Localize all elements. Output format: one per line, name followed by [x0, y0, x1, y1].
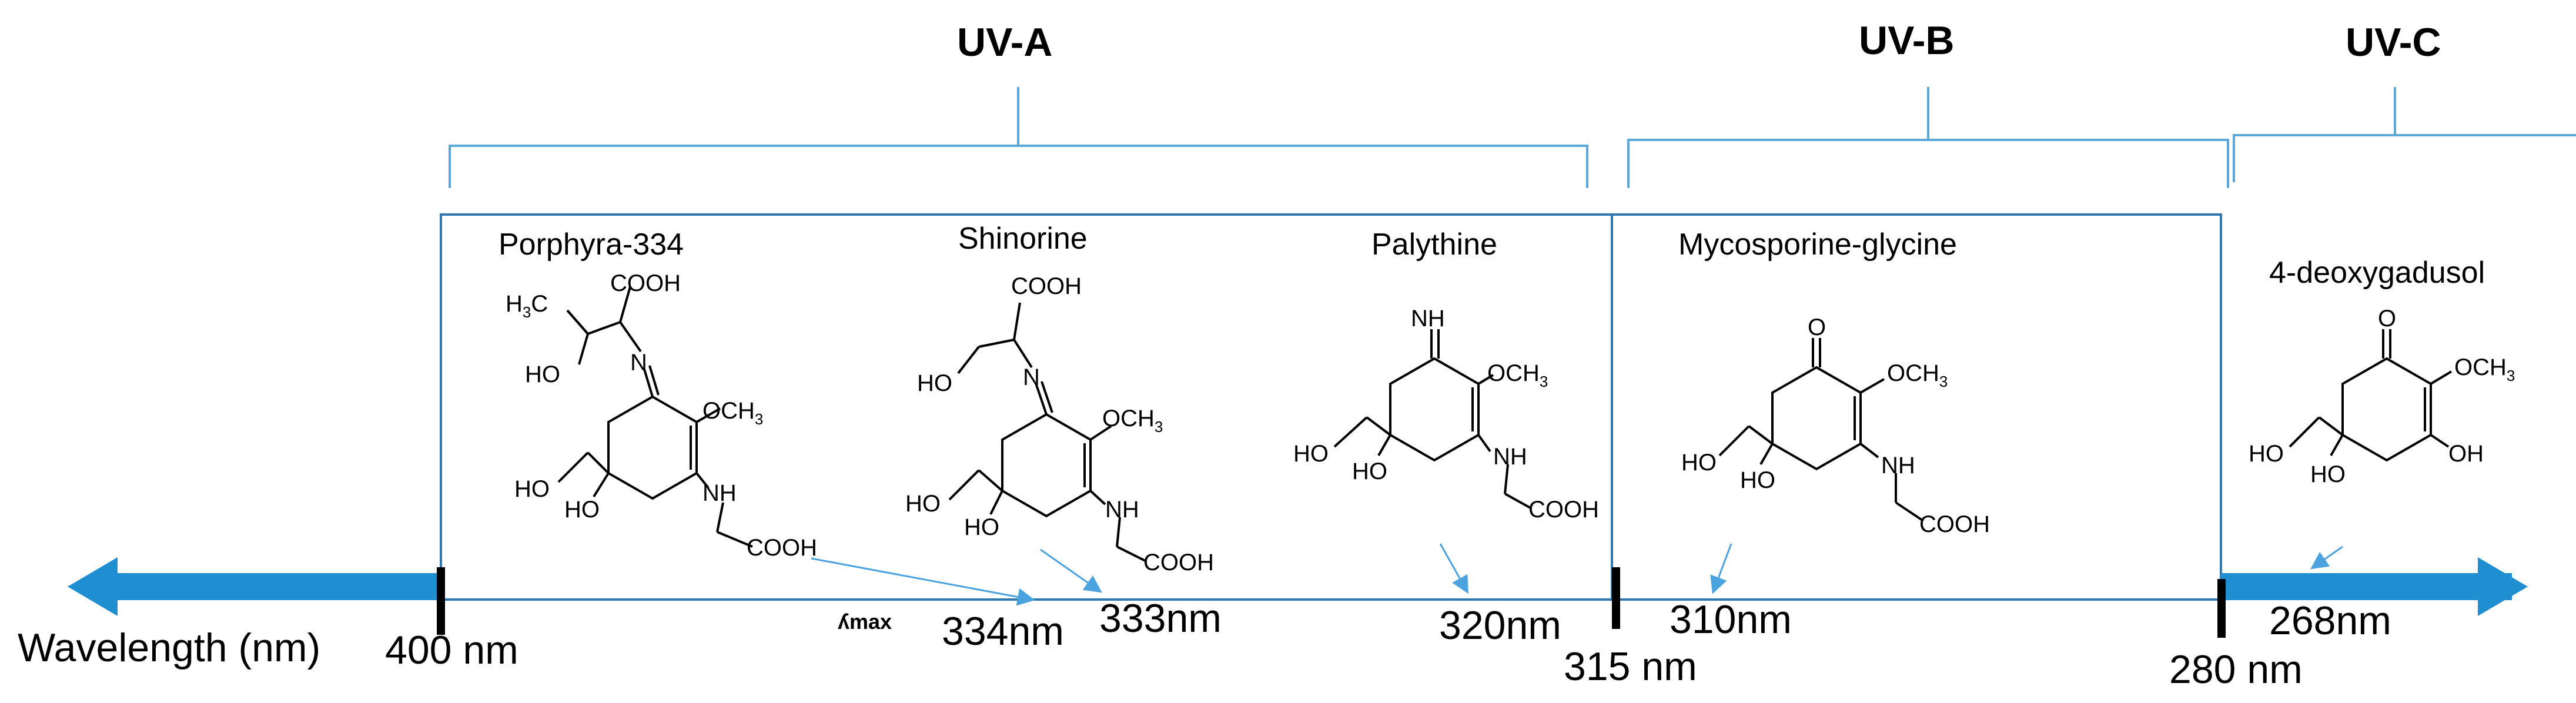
compound-name-shinorine: Shinorine [958, 222, 1088, 256]
atom-ho: HO [525, 361, 560, 387]
atom-n: N [630, 350, 647, 376]
tick-label-280: 280 nm [2169, 647, 2303, 692]
lambda-max-label: ʎmax [838, 610, 892, 634]
atom-cooh: COOH [1528, 497, 1599, 523]
lambda-pointers [811, 543, 2343, 606]
pointer-deoxygadusol [2310, 545, 2343, 570]
atom-och3: OCH3 [1102, 406, 1163, 436]
mycosporine-glycine-structure: O OCH3 HO HO NH COOH [1681, 314, 1990, 537]
atom-ho: HO [1681, 450, 1717, 476]
atom-ho: HO [917, 370, 952, 396]
atom-ho: HO [905, 491, 941, 517]
atom-ho: HO [1352, 458, 1387, 484]
atom-cooh: COOH [747, 535, 817, 561]
atom-nh: NH [702, 480, 737, 506]
tick-label-400: 400 nm [385, 628, 518, 672]
atom-cooh: COOH [1919, 511, 1990, 537]
atom-o: O [2378, 306, 2396, 332]
tick-280 [2217, 579, 2226, 638]
lambda-max-mycosporine-glycine: 310nm [1670, 597, 1792, 642]
lambda-max-4-deoxygadusol: 268nm [2269, 598, 2391, 643]
band-label-uvc: UV-C [2346, 20, 2441, 65]
pointer-porphyra [811, 557, 1035, 606]
atom-ho: HO [2310, 461, 2346, 487]
compound-name-porphyra-334: Porphyra-334 [499, 227, 684, 262]
atom-ho: HO [2249, 441, 2284, 467]
atom-ho: HO [964, 514, 999, 540]
tick-400 [437, 567, 445, 635]
atom-ho: HO [1293, 441, 1329, 467]
lambda-max-shinorine: 333nm [1099, 596, 1222, 641]
atom-cooh: COOH [610, 270, 681, 296]
pointer-mycosporine [1710, 543, 1732, 594]
atom-och3: OCH3 [1887, 360, 1948, 390]
atom-n: N [1023, 364, 1040, 390]
uvb-compound-box [1611, 213, 2222, 601]
atom-och3: OCH3 [1487, 360, 1548, 390]
atom-nh: NH [1881, 453, 1915, 478]
shinorine-structure: COOH HO N OCH3 HO HO NH COOH [905, 273, 1214, 575]
atom-nh: NH [1105, 497, 1139, 523]
pointer-shinorine [1040, 548, 1102, 593]
porphyra-334-structure: COOH H3C HO N OCH3 HO HO NH COOH [506, 270, 817, 561]
uva-bracket [449, 87, 1588, 188]
wavelength-axis-right-arrow [2221, 557, 2528, 616]
atom-cooh: COOH [1143, 550, 1214, 575]
lambda-max-porphyra-334: 334nm [942, 609, 1064, 654]
pointer-palythine [1439, 543, 1468, 594]
atom-cooh: COOH [1011, 273, 1082, 299]
atom-och3: OCH3 [2454, 354, 2515, 384]
compound-name-mycosporine-glycine: Mycosporine-glycine [1678, 227, 1957, 262]
wavelength-axis-label: Wavelength (nm) [18, 625, 321, 670]
4-deoxygadusol-structure: O OCH3 HO HO OH [2249, 306, 2515, 487]
compound-name-palythine: Palythine [1371, 227, 1497, 262]
atom-och3: OCH3 [702, 398, 763, 428]
atom-h3c: H3C [506, 291, 548, 321]
atom-nh-imine: NH [1411, 306, 1445, 332]
atom-o: O [1808, 314, 1826, 340]
uvc-bracket [2233, 87, 2576, 182]
tick-label-315: 315 nm [1564, 644, 1697, 689]
band-label-uva: UV-A [957, 20, 1053, 65]
atom-ho: HO [1740, 467, 1775, 493]
atom-ho: HO [564, 497, 600, 523]
tick-315 [1612, 567, 1620, 629]
compound-name-4-deoxygadusol: 4-deoxygadusol [2269, 256, 2485, 290]
uvb-bracket [1627, 87, 2229, 188]
band-label-uvb: UV-B [1859, 18, 1955, 63]
lambda-max-palythine: 320nm [1439, 603, 1561, 648]
atom-ho: HO [514, 476, 550, 502]
palythine-structure: NH OCH3 HO HO NH COOH [1293, 306, 1599, 523]
atom-nh: NH [1493, 444, 1527, 470]
atom-oh: OH [2448, 441, 2484, 467]
wavelength-axis-left-arrow [68, 557, 441, 616]
